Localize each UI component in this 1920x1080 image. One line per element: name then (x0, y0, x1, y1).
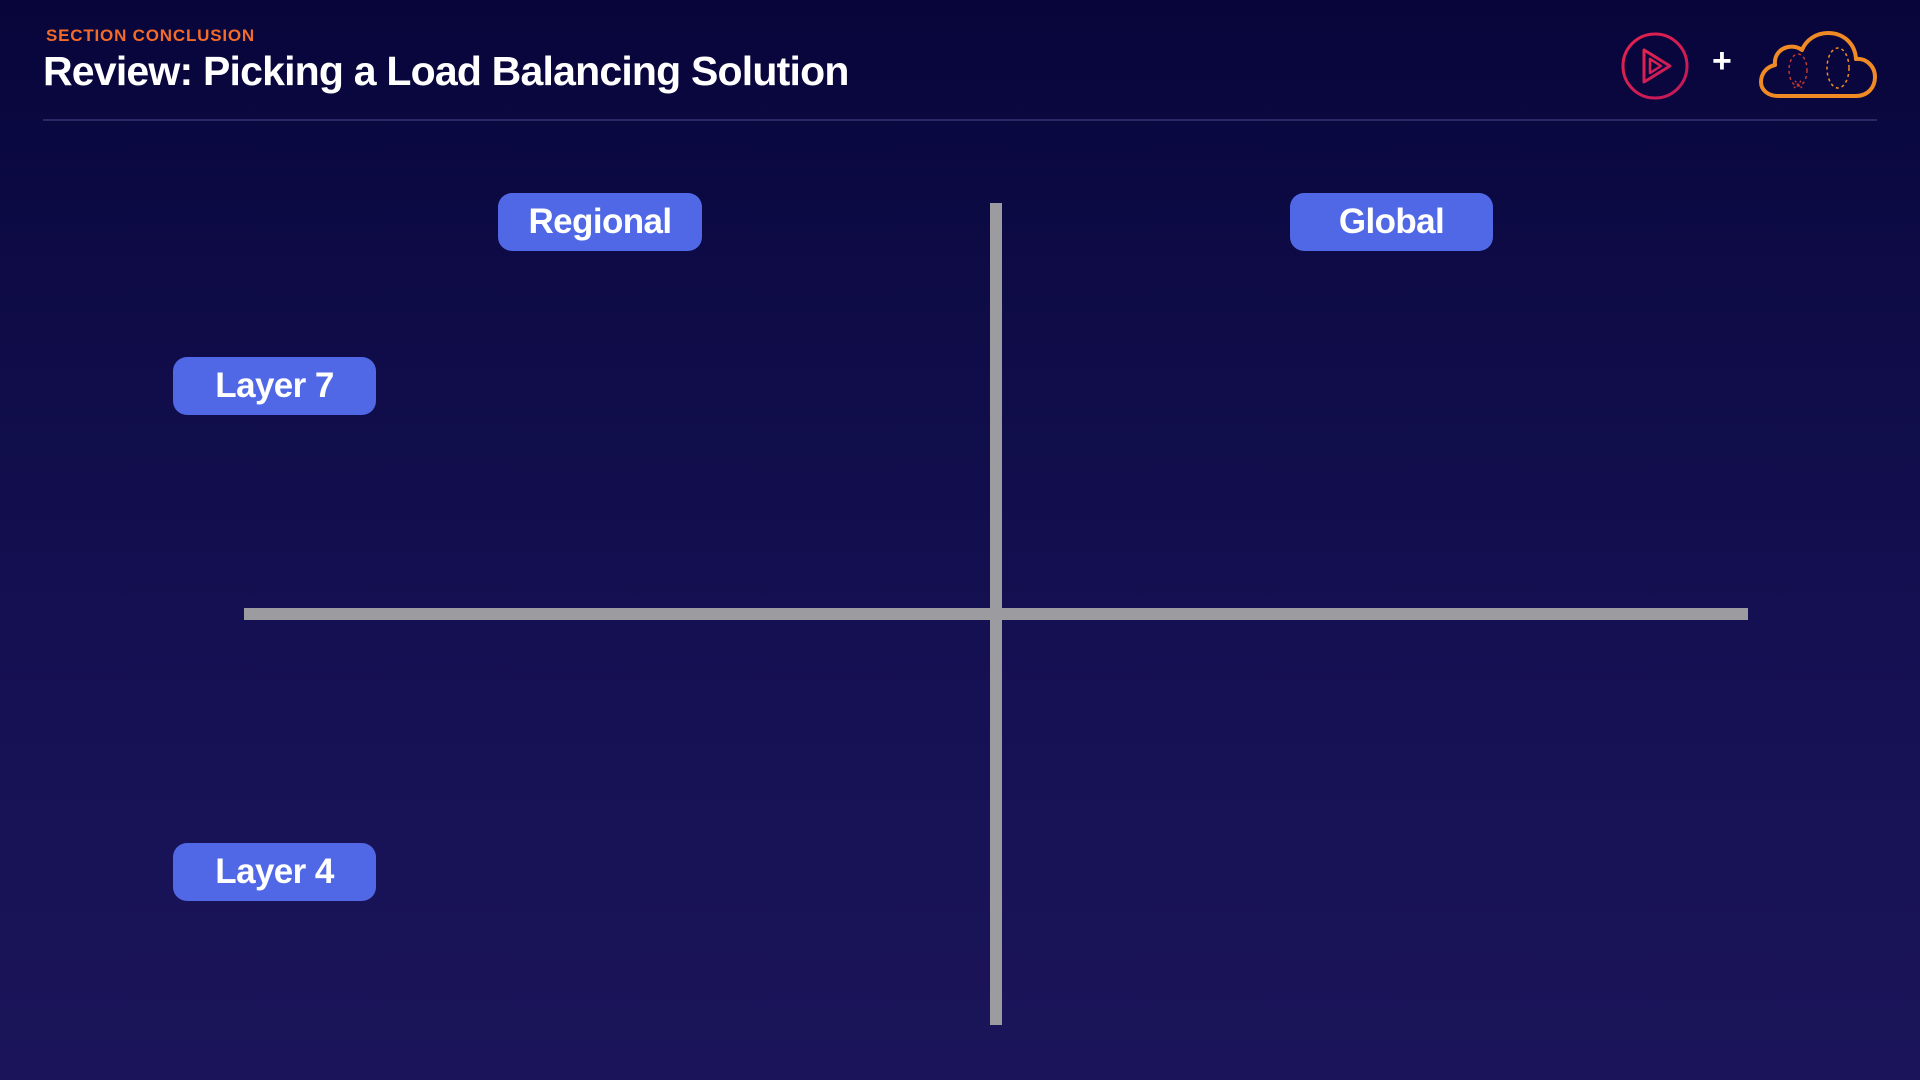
logo-group: + (1620, 28, 1880, 104)
section-label: SECTION CONCLUSION (46, 26, 255, 45)
slide-header: SECTION CONCLUSION Review: Picking a Loa… (0, 0, 1920, 122)
header-divider (43, 119, 1877, 121)
page-title: Review: Picking a Load Balancing Solutio… (43, 48, 849, 94)
pluralsight-play-icon (1621, 32, 1689, 100)
column-label-regional: Regional (498, 193, 702, 251)
cloud-icon (1759, 31, 1877, 98)
row-label-layer-7: Layer 7 (173, 357, 376, 415)
horizontal-axis-line (244, 608, 1748, 620)
plus-sign: + (1712, 42, 1732, 80)
row-label-layer-4: Layer 4 (173, 843, 376, 901)
column-label-global: Global (1290, 193, 1493, 251)
